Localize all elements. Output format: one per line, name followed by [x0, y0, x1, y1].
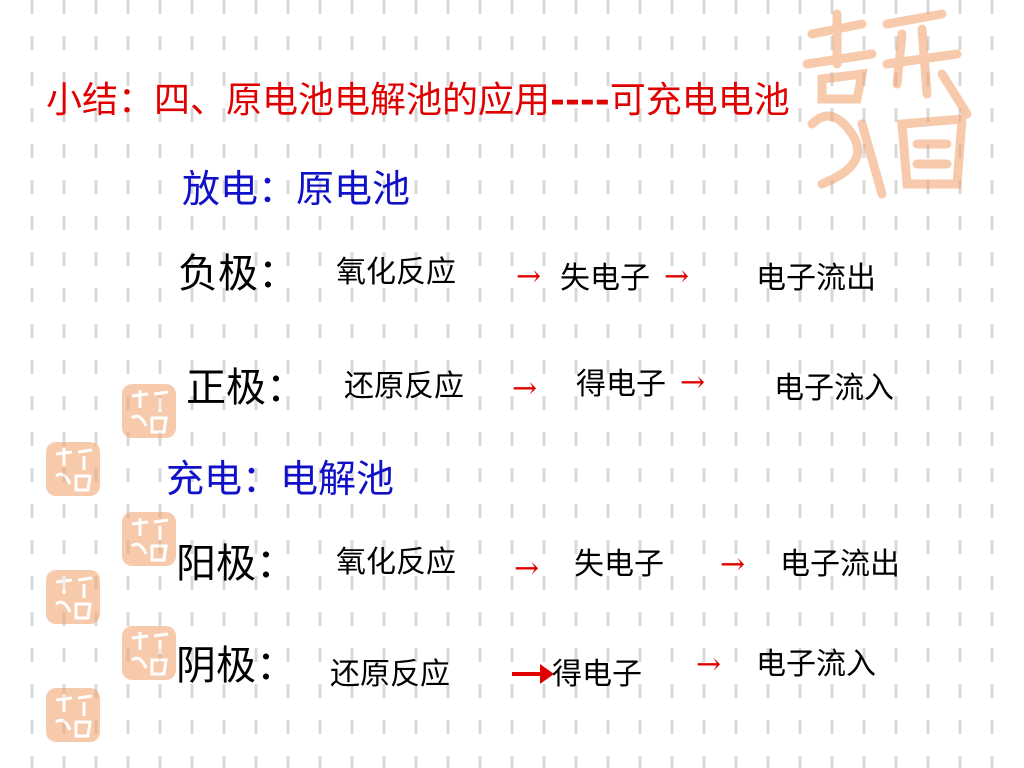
seal-stamp-icon: [120, 382, 178, 444]
negative-reaction: 氧化反应: [336, 255, 456, 290]
seal-stamp-icon: [44, 440, 102, 502]
positive-electron: 得电子: [576, 367, 666, 402]
anode-reaction: 氧化反应: [336, 545, 456, 580]
positive-reaction: 还原反应: [344, 369, 464, 404]
negative-electron: 失电子: [560, 261, 650, 296]
charge-heading: 充电：电解池: [166, 457, 395, 501]
seal-stamp-icon: [44, 686, 102, 748]
seal-stamp-icon: [120, 510, 178, 572]
title-tail: 可充电电池: [609, 80, 790, 121]
seal-stamp-icon: [120, 624, 178, 686]
anode-arrow-1: →: [514, 551, 540, 586]
positive-pole-label: 正极：: [186, 365, 306, 411]
cathode-pole-label: 阴极：: [176, 643, 296, 689]
negative-pole-label: 负极：: [178, 251, 298, 297]
negative-arrow-1: →: [516, 259, 542, 294]
anode-arrow-2: →: [720, 547, 746, 582]
cathode-arrow-1-head: [540, 664, 554, 684]
page-title: 小结：四、原电池电解池的应用----可充电电池: [46, 82, 790, 119]
cathode-flow: 电子流入: [756, 647, 876, 682]
discharge-heading: 放电：原电池: [182, 167, 411, 211]
anode-flow: 电子流出: [780, 547, 900, 582]
cathode-arrow-2: →: [696, 647, 722, 682]
cathode-electron: 得电子: [552, 657, 642, 692]
seal-stamp-icon: [792, 4, 982, 208]
positive-arrow-1: →: [512, 371, 538, 406]
seal-stamp-icon: [44, 568, 102, 630]
title-dashes: ----: [550, 79, 610, 121]
title-main: 小结：四、原电池电解池的应用: [46, 80, 551, 121]
negative-flow: 电子流出: [756, 261, 876, 296]
positive-arrow-2: →: [680, 365, 706, 400]
negative-arrow-2: →: [664, 259, 690, 294]
positive-flow: 电子流入: [774, 371, 894, 406]
cathode-arrow-1: [512, 672, 546, 676]
anode-electron: 失电子: [574, 547, 664, 582]
anode-pole-label: 阳极：: [176, 541, 296, 587]
cathode-reaction: 还原反应: [330, 657, 450, 692]
